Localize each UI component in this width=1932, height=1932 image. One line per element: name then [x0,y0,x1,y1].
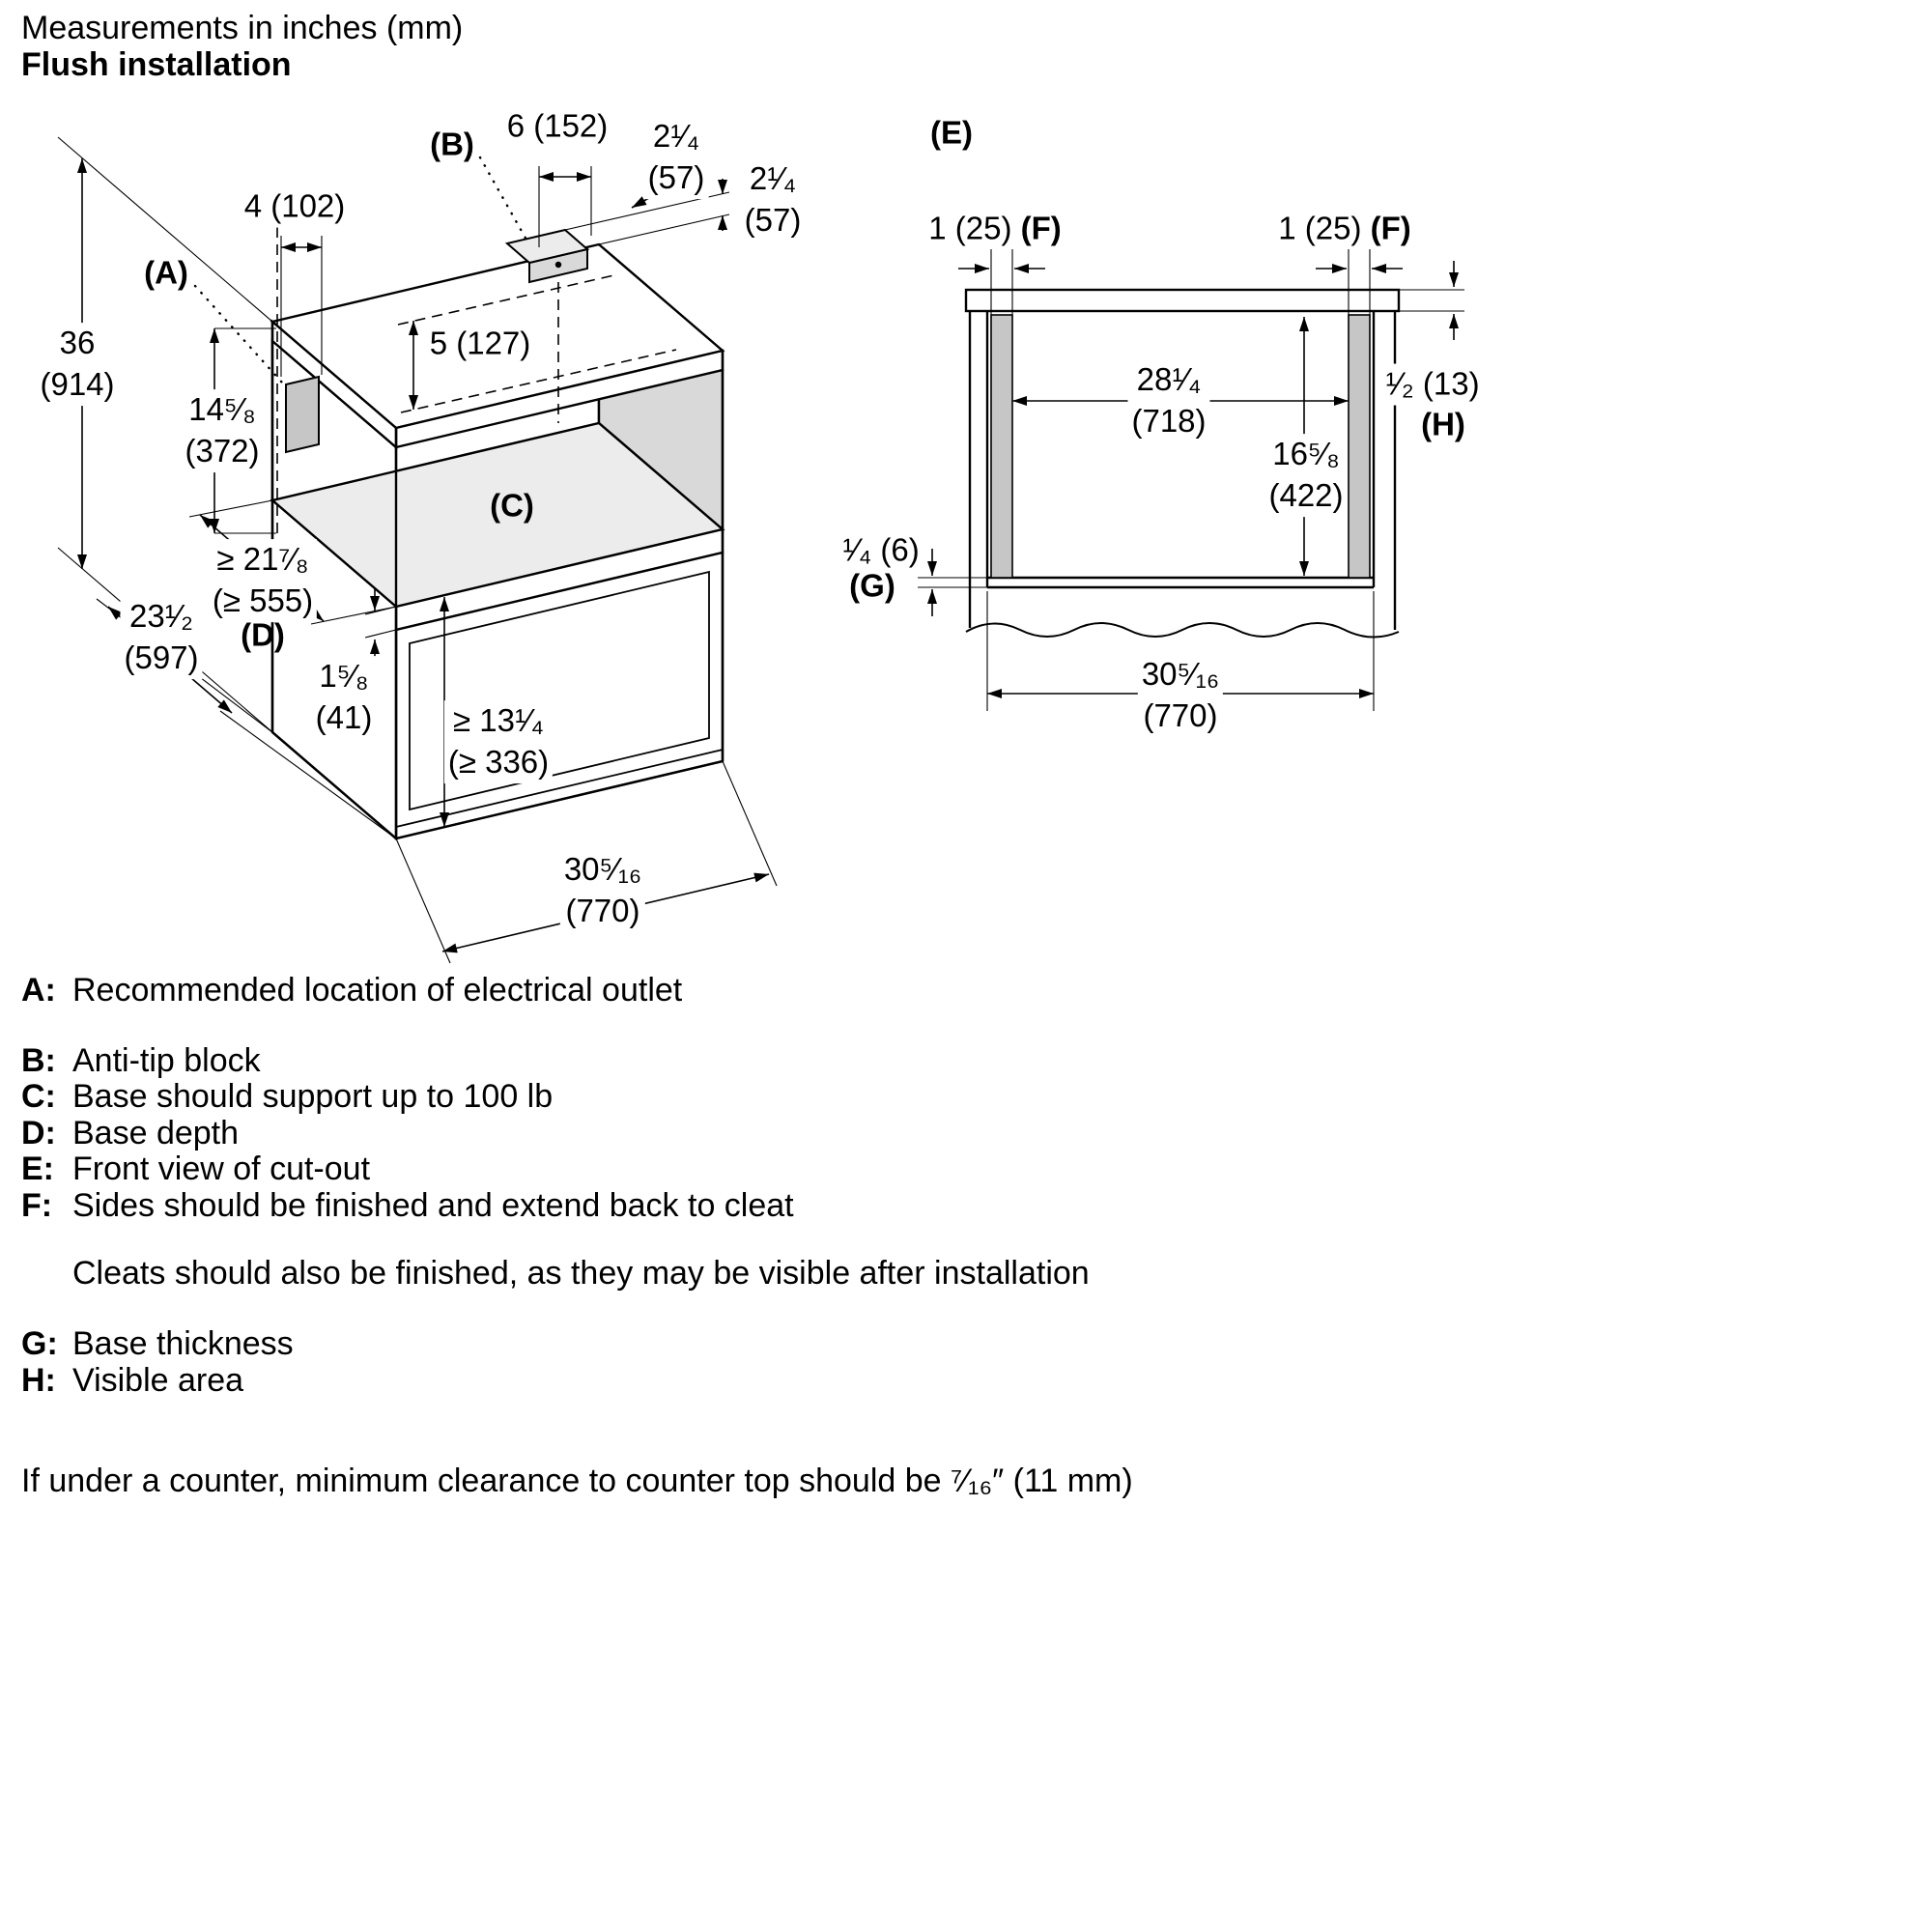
iso-leaders [193,156,529,384]
legend-item-b: B: Anti-tip block [21,1042,261,1080]
dim-16-label: 16⁵⁄₈ (422) [1264,434,1348,517]
callout-g-label: (G) [849,567,895,604]
front-structure [964,288,1401,639]
callout-e-label: (E) [930,114,973,151]
legend-text-g: Base thickness [72,1325,294,1362]
dim-13-label: ≥ 13¹⁄₄ (≥ 336) [443,700,554,783]
bottom-front-edge [395,759,724,840]
dim-30-front-label: 30⁵⁄₁₆ (770) [1137,654,1224,737]
dim-28-label: 28¹⁄₄ (718) [1127,359,1210,442]
callout-d-label: (D) [241,616,285,653]
leader-a [193,284,284,384]
legend-cleat-note: Cleats should also be finished, as they … [72,1255,1090,1292]
leader-b [478,156,529,243]
dim-30-label: 30⁵⁄₁₆ (770) [559,849,646,932]
legend-key-b: B: [21,1042,56,1079]
legend-key-c: C: [21,1078,56,1115]
legend-text-d: Base depth [72,1115,240,1151]
dim-5-label: 5 (127) [425,323,535,365]
dim-2q-b-label: 2¹⁄₄ (57) [740,158,806,242]
cleat-width-label-right: 1 (25) (F) [1278,209,1411,250]
dim-36-label: 36 (914) [36,323,119,406]
dim-158-label: 1⁵⁄₈ (41) [311,656,377,739]
hidden-cavity-front-line [400,349,677,413]
anti-tip-block-screw [554,261,562,269]
front-view [918,249,1464,711]
callout-f-right: (F) [1370,210,1411,246]
hidden-cavity-back-line [397,273,619,326]
legend-item-d: D: Base depth [21,1115,239,1152]
dim-2q-a-label: 2¹⁄₄ (57) [643,116,709,199]
cabinet-door-outline [409,570,710,811]
dim-14-label: 14⁵⁄₈ (372) [181,389,264,472]
dim-half-label: ¹⁄₂ (13) [1381,363,1484,406]
legend-key-h: H: [21,1362,56,1399]
legend-text-c: Base should support up to 100 lb [72,1078,554,1115]
cleat-width-value-left: 1 (25) [928,210,1012,246]
legend-key-e: E: [21,1151,54,1187]
legend-item-c: C: Base should support up to 100 lb [21,1078,553,1116]
page-title: Measurements in inches (mm) [21,10,464,46]
legend-key-d: D: [21,1115,56,1151]
dim-4-label: 4 (102) [240,185,350,228]
break-line [965,622,1400,639]
cleat-width-value-right: 1 (25) [1278,210,1362,246]
legend-item-a: A: Recommended location of electrical out… [21,972,682,1009]
page-subtitle: Flush installation [21,46,292,83]
cleat-right [1348,314,1371,579]
legend-text-a: Recommended location of electrical outle… [72,972,683,1009]
electrical-outlet [285,375,320,454]
legend-text-b: Anti-tip block [72,1042,261,1079]
legend-item-g: G: Base thickness [21,1325,294,1363]
callout-h-label: (H) [1421,406,1465,442]
cleat-left [990,314,1013,579]
cleat-width-label-left: 1 (25) (F) [928,209,1062,250]
legend-text-f: Sides should be finished and extend back… [72,1187,794,1224]
dim-6-label: 6 (152) [502,105,612,148]
legend-text-h: Visible area [72,1362,244,1399]
legend-key-a: A: [21,972,56,1009]
plinth-line [395,749,724,828]
legend-key-g: G: [21,1325,58,1362]
dim-23-label: 23¹⁄₂ (597) [120,596,203,679]
legend-item-h: H: Visible area [21,1362,243,1400]
legend-text-e: Front view of cut-out [72,1151,371,1187]
dim-21-label: ≥ 21⁷⁄₈ (≥ 555) [208,539,318,622]
legend-item-e: E: Front view of cut-out [21,1151,370,1188]
countertop-board [964,288,1401,313]
callout-f-left: (F) [1020,210,1062,246]
callout-c-label: (C) [490,487,534,524]
counter-clearance-footnote: If under a counter, minimum clearance to… [21,1463,1133,1499]
callout-b-label: (B) [430,126,474,162]
legend-item-f: F: Sides should be finished and extend ba… [21,1187,794,1225]
legend-key-f: F: [21,1187,53,1224]
dim-quarter-label: ¹⁄₄ (6) [838,529,923,572]
callout-a-label: (A) [144,254,188,291]
